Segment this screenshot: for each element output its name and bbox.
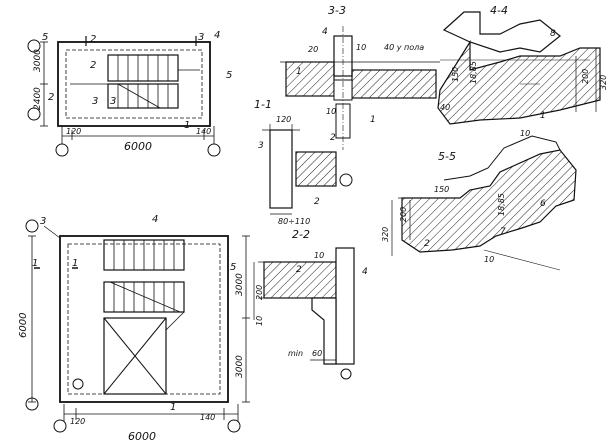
plan-top-right-offset: 140 [196, 127, 211, 136]
plan-top-height-a-label: 2400 [33, 87, 43, 110]
grid-bubble [25, 397, 39, 411]
plan-bottom-width-label: 6000 [128, 430, 156, 443]
dim-10: 10 [356, 43, 366, 52]
callout-7: 7 [500, 227, 506, 237]
plan-bottom: 1 1 6000 3000 3000 6000 120 140 3 4 5 1 [18, 214, 250, 443]
dim-150: 150 [451, 67, 460, 82]
section-3-3-slab-right [351, 69, 437, 99]
callout-8: 8 [550, 29, 556, 39]
plan-bottom-flight-upper [103, 239, 185, 271]
callout-3: 3 [92, 96, 98, 107]
dim-200: 200 [581, 69, 590, 84]
callout-1: 1 [296, 67, 302, 77]
callout-2: 2 [90, 34, 96, 45]
grid-bubble [27, 39, 41, 53]
section-2-2-title: 2-2 [292, 228, 310, 241]
callout-5: 5 [230, 262, 236, 273]
grid-bubble [55, 143, 69, 157]
dim-320: 320 [381, 227, 390, 242]
dim-10b: 10 [326, 107, 336, 116]
section-1-1-title: 1-1 [254, 98, 272, 111]
callout-4: 4 [214, 30, 220, 41]
section-1-1-slab [295, 151, 337, 187]
plan-top-height-b-label: 3000 [33, 49, 43, 72]
section-5-5-title: 5-5 [438, 150, 456, 163]
grid-bubble [227, 419, 241, 433]
dim-18-85: 18,85 [469, 61, 478, 84]
callout-4: 4 [322, 27, 328, 37]
dim-200: 200 [255, 285, 264, 300]
section-3-3: 3-3 4 20 10 40 у пола 1 1 2 10 40 [280, 4, 450, 150]
callout-4: 4 [152, 214, 158, 225]
callout-5-left: 5 [42, 32, 48, 43]
callout-5-right: 5 [226, 70, 232, 81]
plan-top: 6000 3000 2400 120 140 5 2 2 2 3 3 3 4 5… [27, 30, 232, 157]
plan-bottom-opening [103, 317, 167, 395]
plan-top-left-offset: 120 [66, 127, 81, 136]
section-1-mark-left: 1 [32, 258, 38, 269]
dim-320: 320 [599, 75, 608, 90]
dim-10: 10 [520, 129, 530, 138]
plan-bottom-outline [59, 235, 229, 403]
dim-18-85: 18,85 [497, 193, 506, 216]
grid-bubble [25, 219, 39, 233]
plan-bottom-height-total: 6000 [18, 313, 29, 338]
callout-1: 1 [540, 111, 546, 121]
grid-bubble [207, 143, 221, 157]
callout-2: 2 [314, 197, 320, 207]
plan-bottom-left-offset: 120 [70, 417, 85, 426]
dim-10a: 10 [314, 251, 324, 260]
dim-120: 120 [276, 115, 291, 124]
callout-2: 2 [48, 92, 54, 103]
dim-200: 200 [399, 207, 408, 222]
dim-150: 150 [434, 185, 449, 194]
callout-3: 3 [258, 141, 264, 151]
callout-1: 1 [370, 115, 376, 125]
section-1-1: 1-1 120 3 2 80÷110 [254, 98, 353, 226]
section-2-2-slab [263, 261, 337, 299]
grid-bubble [53, 419, 67, 433]
section-5-5: 5-5 150 18,85 6 200 320 2 7 10 [381, 135, 577, 271]
section-1-mark-right: 1 [72, 258, 78, 269]
plan-bottom-flight-lower [103, 281, 185, 313]
grid-bubble [27, 107, 41, 121]
plan-bottom-height-b: 3000 [235, 355, 245, 378]
callout-4: 4 [362, 267, 368, 277]
dim-10b: 10 [255, 316, 264, 326]
callout-1: 1 [170, 402, 176, 413]
plan-top-flight-upper [107, 54, 179, 82]
dim-80-110: 80÷110 [278, 217, 310, 226]
section-2-2: 2-2 10 2 200 10 4 min 60 [253, 228, 368, 380]
plan-bottom-height-a: 3000 [235, 273, 245, 296]
callout-2: 2 [330, 133, 336, 143]
section-4-4: 4-4 8 150 18,85 200 320 10 1 [437, 4, 608, 138]
callout-3: 3 [198, 32, 204, 43]
callout-6: 6 [540, 199, 546, 209]
label-min: min [288, 349, 303, 358]
callout-1: 1 [184, 120, 190, 131]
section-3-3-slab-left [285, 61, 335, 97]
plan-top-flight-lower [107, 83, 179, 109]
callout-3: 3 [110, 96, 116, 107]
dim-60: 60 [312, 349, 322, 358]
callout-3: 3 [40, 216, 46, 227]
dim-10: 10 [484, 255, 494, 264]
plan-top-width-label: 6000 [124, 140, 152, 153]
plan-bottom-right-offset: 140 [200, 413, 215, 422]
note-floor: 40 у пола [384, 43, 424, 52]
callout-2: 2 [90, 60, 96, 71]
dim-20: 20 [308, 45, 318, 54]
section-5-5-concrete [401, 149, 577, 253]
callout-2: 2 [424, 239, 430, 249]
section-3-3-title: 3-3 [328, 4, 346, 17]
callout-2: 2 [296, 265, 302, 275]
plan-top-outline [57, 41, 211, 127]
plan-top-inner-outline [65, 49, 203, 119]
section-4-4-title: 4-4 [490, 4, 508, 17]
